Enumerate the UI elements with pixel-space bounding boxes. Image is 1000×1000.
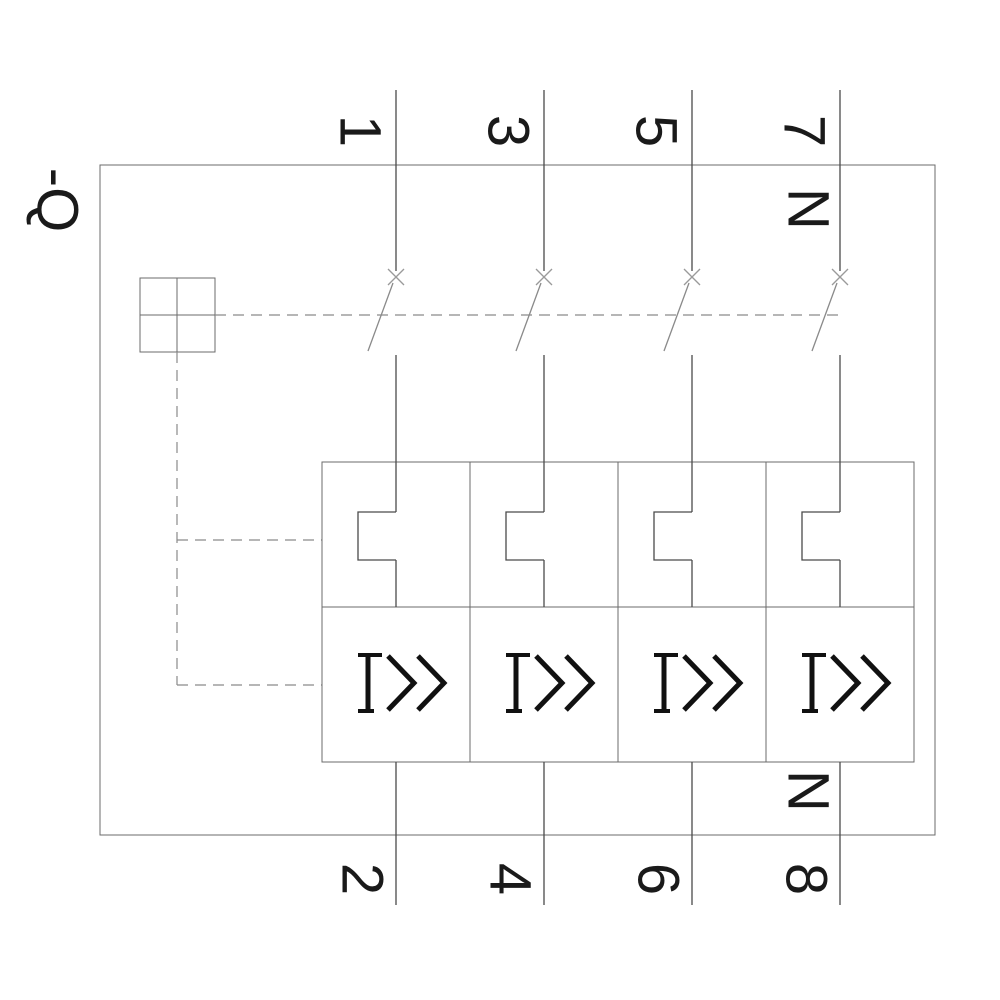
neutral-label-bottom: N: [776, 770, 841, 812]
contact-cross-icon: [831, 268, 849, 286]
neutral-label-top: N: [776, 188, 841, 230]
thermal-release-symbol: [357, 511, 396, 561]
terminal-label-bottom-2: 2: [330, 863, 395, 895]
switch-blade: [515, 282, 542, 352]
actuator-symbol: [139, 277, 216, 353]
pole-3-group: [653, 90, 744, 905]
contact-cross-icon: [387, 268, 405, 286]
switch-blade: [663, 282, 690, 352]
device-designation-label: -Q: [25, 168, 90, 232]
device-outline: [99, 164, 936, 836]
thermal-release-symbol: [505, 511, 544, 561]
magnetic-release-symbol: [654, 653, 744, 713]
terminal-label-top-7: 7: [772, 115, 837, 147]
contact-cross-icon: [535, 268, 553, 286]
pole-2-group: [505, 90, 596, 905]
terminal-label-bottom-4: 4: [478, 863, 543, 895]
magnetic-release-symbol: [802, 653, 892, 713]
thermal-release-symbol: [653, 511, 692, 561]
terminal-label-top-5: 5: [624, 115, 689, 147]
terminal-label-top-3: 3: [476, 115, 541, 147]
terminal-label-bottom-6: 6: [626, 863, 691, 895]
terminal-label-bottom-8: 8: [774, 863, 839, 895]
contact-cross-icon: [683, 268, 701, 286]
switch-blade: [811, 282, 838, 352]
terminal-label-top-1: 1: [328, 115, 393, 147]
mechanical-linkage: [176, 314, 838, 686]
pole-1-group: [357, 90, 448, 905]
thermal-release-symbol: [801, 511, 840, 561]
magnetic-release-symbol: [358, 653, 448, 713]
pole-4-group: [801, 90, 892, 905]
release-unit-boxes: [321, 461, 915, 763]
switch-blade: [367, 282, 394, 352]
magnetic-release-symbol: [506, 653, 596, 713]
